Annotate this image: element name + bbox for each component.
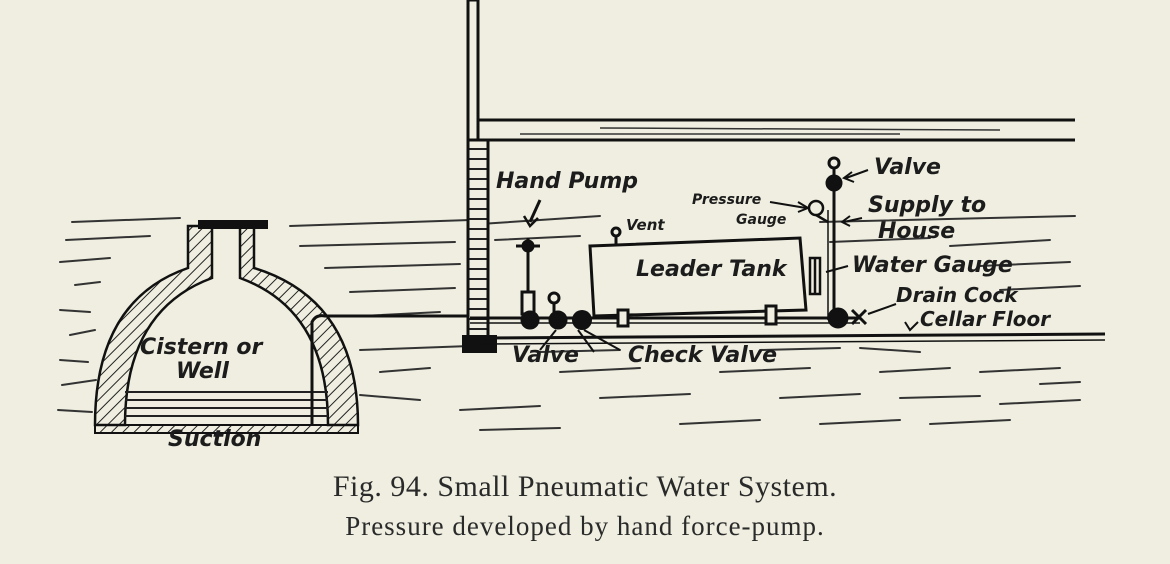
drain-cock: [827, 307, 868, 329]
wall-footing: [462, 335, 497, 353]
leader-arrows: [539, 169, 919, 353]
figure-caption-title: Fig. 94. Small Pneumatic Water System.: [332, 470, 838, 503]
label-suction: Suction: [168, 427, 261, 452]
leader-tank: [588, 226, 808, 328]
figure-caption-subtitle: Pressure developed by hand force-pump.: [345, 511, 825, 541]
label-hand-pump: Hand Pump: [496, 169, 638, 194]
label-pressure: Pressure: [692, 192, 761, 208]
label-cellar-floor: Cellar Floor: [920, 307, 1051, 331]
label-valve-bottom: Valve: [512, 343, 579, 368]
label-well: Well: [176, 359, 229, 384]
suction-pipe: [310, 314, 470, 425]
label-house: House: [878, 219, 955, 244]
pneumatic-water-system-diagram: Hand Pump Pressure Gauge Vent Valve Supp…: [57, 0, 1106, 452]
water-gauge: [808, 256, 822, 296]
hand-pump: [516, 199, 542, 318]
label-valve-top: Valve: [874, 155, 941, 180]
check-valve: [572, 310, 592, 330]
ground-texture: [57, 215, 1081, 431]
cistern-cover: [198, 220, 268, 229]
label-supply-to: Supply to: [868, 193, 986, 218]
cistern: [93, 220, 470, 434]
label-leader-tank: Leader Tank: [636, 257, 788, 282]
label-water-gauge: Water Gauge: [852, 253, 1013, 278]
pressure-gauge: [807, 199, 829, 224]
bottom-valve: [520, 291, 568, 330]
label-cistern-or: Cistern or: [140, 335, 264, 360]
top-valve: [825, 156, 843, 192]
label-gauge: Gauge: [736, 212, 786, 228]
label-drain-cock: Drain Cock: [896, 283, 1019, 307]
label-vent: Vent: [626, 216, 665, 234]
label-check-valve: Check Valve: [628, 343, 777, 368]
house-wall: [462, 0, 1075, 353]
